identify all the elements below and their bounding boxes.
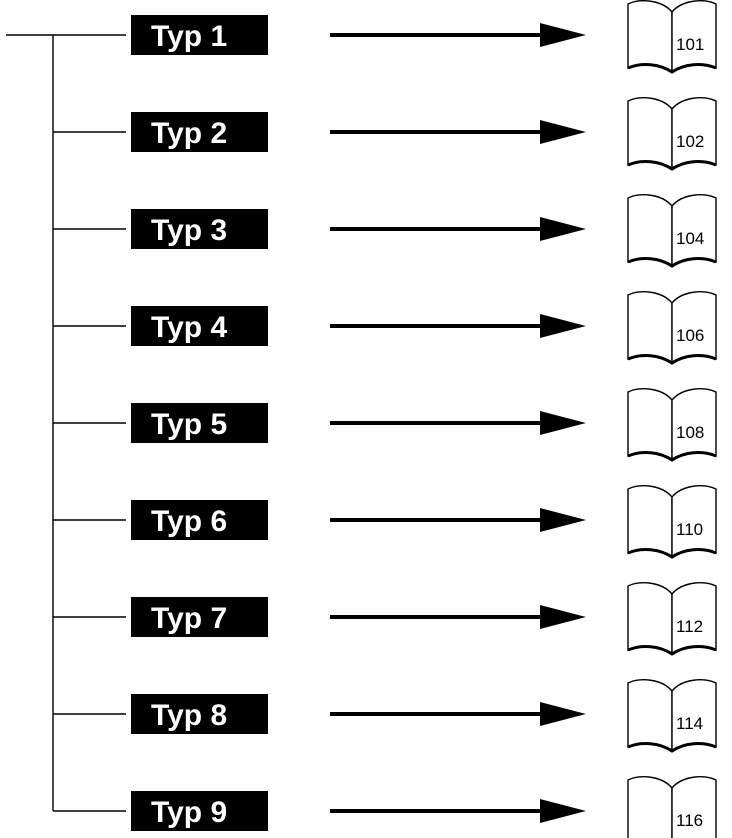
arrow-head <box>540 23 586 47</box>
book-base <box>627 160 717 171</box>
arrow-head <box>540 799 586 823</box>
open-book-icon: 112 <box>627 582 717 656</box>
open-book-icon: 106 <box>627 291 717 365</box>
arrow-head <box>540 702 586 726</box>
book-base <box>627 257 717 268</box>
type-row: Typ 3 104 <box>53 194 717 268</box>
type-label-text: Typ 3 <box>151 214 227 247</box>
type-row: Typ 1 101 <box>131 0 717 74</box>
type-label-text: Typ 2 <box>151 117 227 150</box>
type-row: Typ 2 102 <box>53 97 717 171</box>
open-book-icon: 102 <box>627 97 717 171</box>
type-label-text: Typ 7 <box>151 602 227 635</box>
type-row: Typ 4 106 <box>53 291 717 365</box>
book-left-page <box>627 388 673 462</box>
type-label-box <box>131 15 268 55</box>
page-number: 110 <box>676 520 703 539</box>
type-label: Typ 2 <box>131 112 268 152</box>
type-label-text: Typ 1 <box>151 20 227 53</box>
page-number: 112 <box>676 617 703 636</box>
type-label-box <box>131 597 268 637</box>
page-number: 101 <box>676 35 704 54</box>
type-row: Typ 9 116 <box>53 776 717 838</box>
page-number: 106 <box>676 326 704 345</box>
type-row: Typ 6 110 <box>53 485 717 559</box>
page-number: 104 <box>676 229 704 248</box>
book-base <box>627 645 717 656</box>
type-label: Typ 4 <box>131 306 268 346</box>
type-label-text: Typ 6 <box>151 505 227 538</box>
book-left-page <box>627 97 673 171</box>
book-base <box>627 63 717 74</box>
arrow-head <box>540 217 586 241</box>
book-left-page <box>627 291 673 365</box>
open-book-icon: 116 <box>627 776 717 838</box>
type-label-text: Typ 4 <box>151 311 227 344</box>
type-row: Typ 5 108 <box>53 388 717 462</box>
type-row: Typ 7 112 <box>53 582 717 656</box>
type-label-box <box>131 791 268 831</box>
type-label-text: Typ 5 <box>151 408 227 441</box>
book-base <box>627 742 717 753</box>
book-base <box>627 354 717 365</box>
open-book-icon: 101 <box>627 0 717 74</box>
book-left-page <box>627 194 673 268</box>
arrow-head <box>540 411 586 435</box>
book-base <box>627 548 717 559</box>
type-label-box <box>131 306 268 346</box>
arrow-head <box>540 120 586 144</box>
type-label-box <box>131 500 268 540</box>
book-base <box>627 451 717 462</box>
book-left-page <box>627 679 673 753</box>
type-label-box <box>131 112 268 152</box>
open-book-icon: 104 <box>627 194 717 268</box>
type-label-box <box>131 694 268 734</box>
arrow-head <box>540 314 586 338</box>
type-label: Typ 8 <box>131 694 268 734</box>
type-label: Typ 1 <box>131 15 268 55</box>
type-label: Typ 6 <box>131 500 268 540</box>
page-number: 108 <box>676 423 704 442</box>
type-label: Typ 5 <box>131 403 268 443</box>
page-number: 102 <box>676 132 704 151</box>
book-left-page <box>627 582 673 656</box>
open-book-icon: 110 <box>627 485 717 559</box>
type-label-box <box>131 209 268 249</box>
book-left-page <box>627 0 673 74</box>
type-row: Typ 8 114 <box>53 679 717 753</box>
type-label: Typ 7 <box>131 597 268 637</box>
page-number: 116 <box>676 811 703 830</box>
type-label-text: Typ 9 <box>151 796 227 829</box>
type-label-text: Typ 8 <box>151 699 227 732</box>
type-label: Typ 3 <box>131 209 268 249</box>
page-number: 114 <box>676 714 703 733</box>
book-left-page <box>627 776 673 838</box>
type-label-box <box>131 403 268 443</box>
type-label: Typ 9 <box>131 791 268 831</box>
arrow-head <box>540 508 586 532</box>
arrow-head <box>540 605 586 629</box>
open-book-icon: 114 <box>627 679 717 753</box>
open-book-icon: 108 <box>627 388 717 462</box>
book-right-page <box>671 776 717 838</box>
book-left-page <box>627 485 673 559</box>
